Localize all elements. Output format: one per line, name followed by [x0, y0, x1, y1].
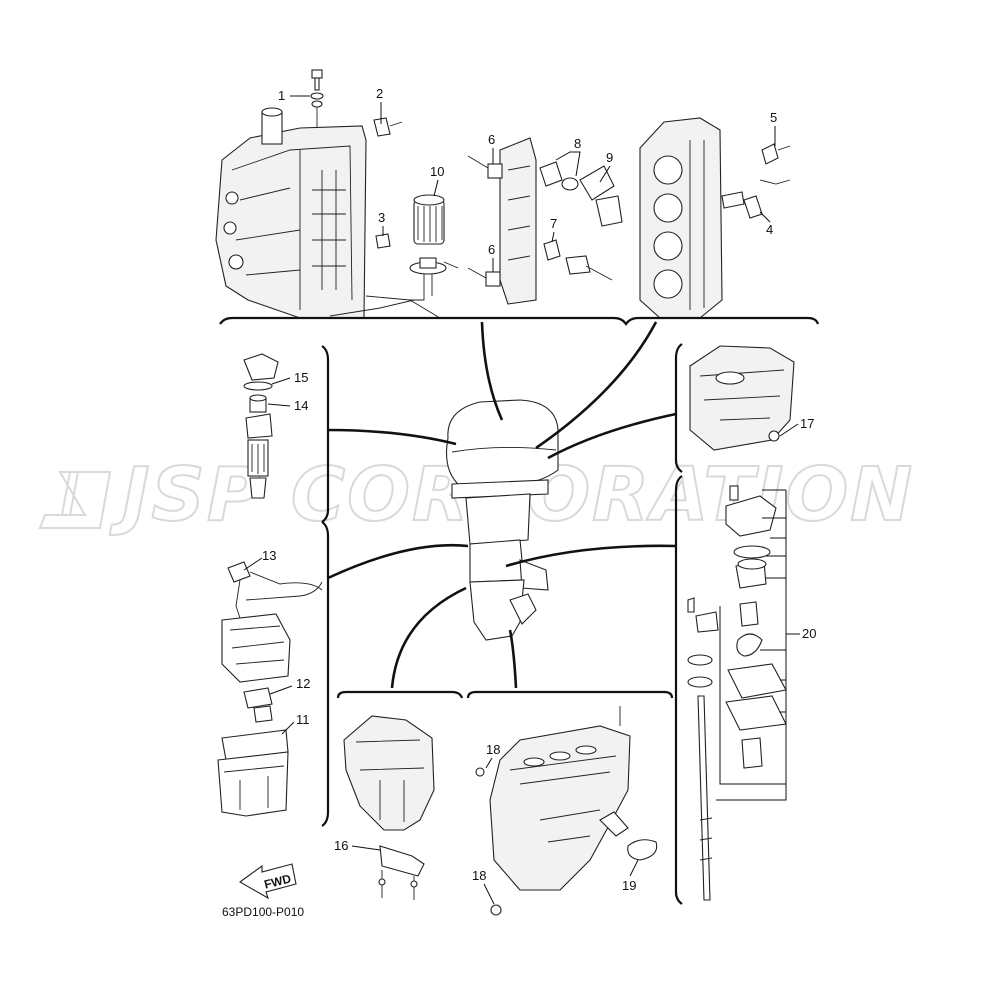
callouts-top: 1 2 3 4 5 6 6 7 8 9 10 — [278, 86, 777, 272]
callout-18a: 18 — [486, 742, 500, 757]
part-2-clamp — [373, 117, 391, 137]
callout-16: 16 — [334, 838, 348, 853]
callout-1: 1 — [278, 88, 285, 103]
callout-20: 20 — [802, 626, 816, 641]
fwd-arrow-icon — [238, 863, 297, 900]
callout-14: 14 — [294, 398, 308, 413]
part-10-oil-filter — [409, 194, 459, 301]
callout-17-group: 17 — [779, 416, 814, 437]
watermark-logo-icon — [38, 471, 112, 529]
callout-19: 19 — [622, 878, 636, 893]
callout-7: 7 — [550, 216, 557, 231]
callout-13: 13 — [262, 548, 276, 563]
lower-unit — [466, 690, 674, 916]
callouts-bottom: 18 18 19 — [472, 742, 639, 905]
right-upper-group — [674, 343, 795, 473]
callout-2: 2 — [376, 86, 383, 101]
part-1-bolt — [310, 69, 324, 128]
left-lower-group — [217, 521, 330, 827]
callout-15: 15 — [294, 370, 308, 385]
drawing-code: 63PD100-P010 — [222, 905, 304, 919]
callout-16-group: 16 — [334, 838, 381, 853]
callout-8: 8 — [574, 136, 581, 151]
callouts-left-lower: 13 12 11 — [243, 548, 310, 735]
engine-block — [215, 107, 367, 319]
outboard-motor — [445, 399, 559, 641]
callout-12: 12 — [296, 676, 310, 691]
callout-5: 5 — [770, 110, 777, 125]
fwd-indicator: FWD — [238, 863, 297, 900]
part-3-fitting — [375, 233, 391, 249]
callout-6a: 6 — [488, 132, 495, 147]
center-bracket — [467, 137, 623, 305]
connector-lines — [327, 321, 677, 689]
callout-9: 9 — [606, 150, 613, 165]
callout-4: 4 — [766, 222, 773, 237]
cylinder-head — [639, 117, 791, 319]
top-group — [215, 69, 820, 326]
callout-10: 10 — [430, 164, 444, 179]
callout-11: 11 — [296, 712, 310, 727]
water-pump-group — [674, 475, 787, 905]
callout-6b: 6 — [488, 242, 495, 257]
swivel-bracket — [336, 690, 464, 900]
fwd-label: FWD — [263, 871, 293, 891]
left-upper-group — [243, 345, 330, 523]
callouts-left-upper: 15 14 — [267, 370, 308, 413]
callout-18b: 18 — [472, 868, 486, 883]
callout-3: 3 — [378, 210, 385, 225]
callout-20-group: 20 — [786, 626, 816, 641]
callout-17: 17 — [800, 416, 814, 431]
